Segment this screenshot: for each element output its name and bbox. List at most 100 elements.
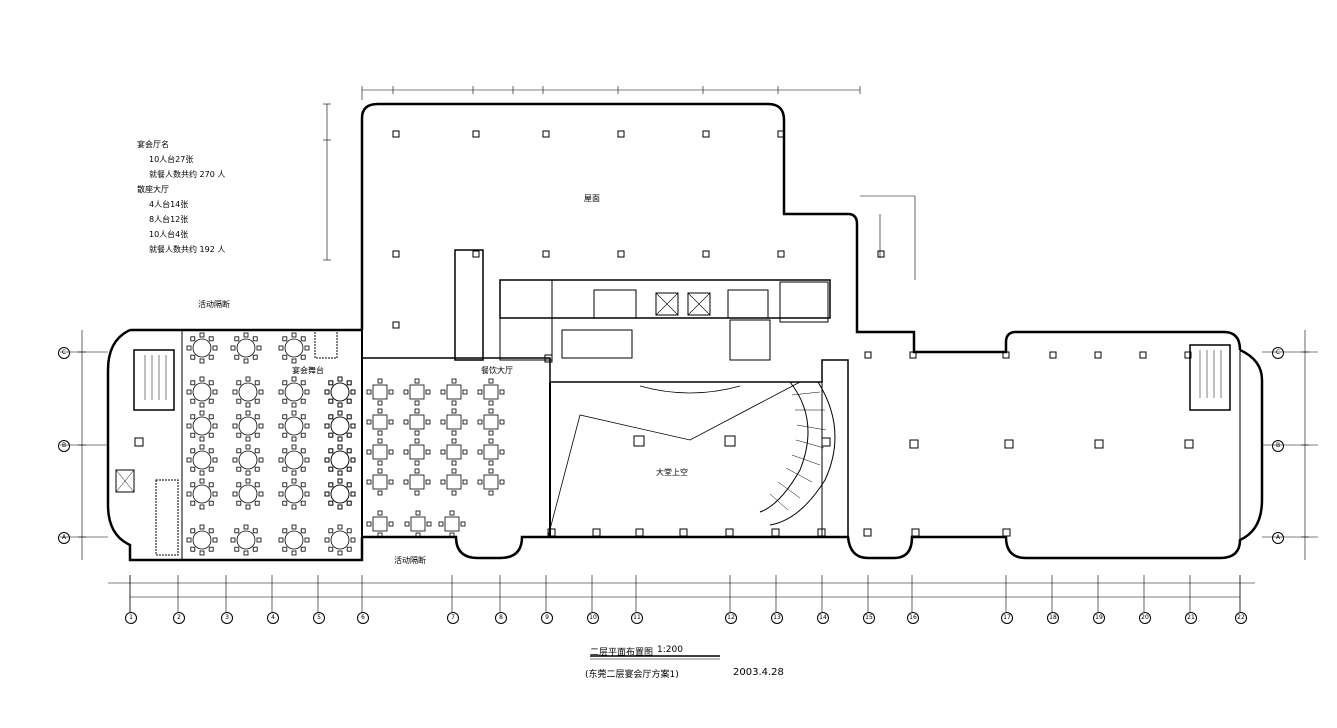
chair xyxy=(414,438,420,444)
chair xyxy=(324,389,330,395)
chair xyxy=(328,432,334,438)
chair xyxy=(337,444,343,450)
chair xyxy=(282,380,288,386)
chair xyxy=(304,457,310,463)
grid-bubble: C xyxy=(1272,347,1284,359)
left-wing xyxy=(106,328,364,562)
chair xyxy=(208,466,214,472)
chair xyxy=(346,466,352,472)
chair xyxy=(199,470,205,476)
chair xyxy=(403,449,409,455)
chair xyxy=(388,449,394,455)
chair xyxy=(208,414,214,420)
chair xyxy=(488,400,494,406)
chair xyxy=(346,414,352,420)
chair xyxy=(377,438,383,444)
chair xyxy=(440,449,446,455)
banquet-table xyxy=(284,530,304,550)
chair xyxy=(291,524,297,530)
chair xyxy=(199,332,205,338)
chair xyxy=(186,491,192,497)
grid-bubble: 15 xyxy=(863,612,875,624)
chair xyxy=(337,410,343,416)
chair xyxy=(254,466,260,472)
chair xyxy=(328,380,334,386)
chair xyxy=(190,466,196,472)
banquet-table xyxy=(192,450,212,470)
chair xyxy=(451,378,457,384)
chair xyxy=(252,336,258,342)
square-table xyxy=(409,384,425,400)
chair xyxy=(346,398,352,404)
chair xyxy=(425,389,431,395)
chair xyxy=(462,449,468,455)
chair xyxy=(291,376,297,382)
curved-stair xyxy=(759,381,809,513)
grid-bubble: 19 xyxy=(1093,612,1105,624)
chair xyxy=(282,448,288,454)
chair xyxy=(254,432,260,438)
grid-bubble: 12 xyxy=(725,612,737,624)
chair xyxy=(346,482,352,488)
movable-partition-label: 活动隔断 xyxy=(394,556,426,565)
chair xyxy=(350,423,356,429)
chair xyxy=(488,438,494,444)
grid-bubble: 3 xyxy=(221,612,233,624)
chair xyxy=(377,510,383,516)
chair xyxy=(212,423,218,429)
chair xyxy=(304,389,310,395)
chair xyxy=(199,550,205,556)
chair xyxy=(300,500,306,506)
chair xyxy=(254,448,260,454)
chair xyxy=(258,457,264,463)
chair xyxy=(236,398,242,404)
chair xyxy=(328,398,334,404)
chair xyxy=(499,389,505,395)
chair xyxy=(245,402,251,408)
chair xyxy=(346,432,352,438)
drawing-title: 二层平面布置图 xyxy=(590,648,654,658)
square-table xyxy=(372,474,388,490)
chair xyxy=(300,380,306,386)
chair xyxy=(324,491,330,497)
square-table xyxy=(446,414,462,430)
chair xyxy=(462,419,468,425)
chair xyxy=(234,336,240,342)
square-table xyxy=(483,474,499,490)
chair xyxy=(245,444,251,450)
chair xyxy=(190,398,196,404)
chair xyxy=(366,449,372,455)
chair xyxy=(300,546,306,552)
chair xyxy=(304,491,310,497)
chair xyxy=(304,537,310,543)
chair xyxy=(328,528,334,534)
chair xyxy=(186,345,192,351)
chair xyxy=(350,491,356,497)
grid-bubble: 5 xyxy=(313,612,325,624)
chair xyxy=(404,521,410,527)
chair xyxy=(337,550,343,556)
banquet-table xyxy=(236,338,256,358)
chair xyxy=(208,354,214,360)
chair xyxy=(278,537,284,543)
chair xyxy=(324,457,330,463)
chair xyxy=(337,402,343,408)
atrium-void xyxy=(547,381,801,538)
chair xyxy=(282,354,288,360)
chair xyxy=(414,468,420,474)
chair xyxy=(236,448,242,454)
chair xyxy=(291,444,297,450)
chair xyxy=(488,490,494,496)
chair xyxy=(236,482,242,488)
chair xyxy=(300,466,306,472)
square-table xyxy=(372,414,388,430)
chair xyxy=(499,479,505,485)
chair xyxy=(451,400,457,406)
chair xyxy=(488,430,494,436)
chair xyxy=(186,457,192,463)
chair xyxy=(291,550,297,556)
grid-bubble: 1 xyxy=(125,612,137,624)
banquet-table xyxy=(284,484,304,504)
square-table xyxy=(372,384,388,400)
chair xyxy=(350,457,356,463)
